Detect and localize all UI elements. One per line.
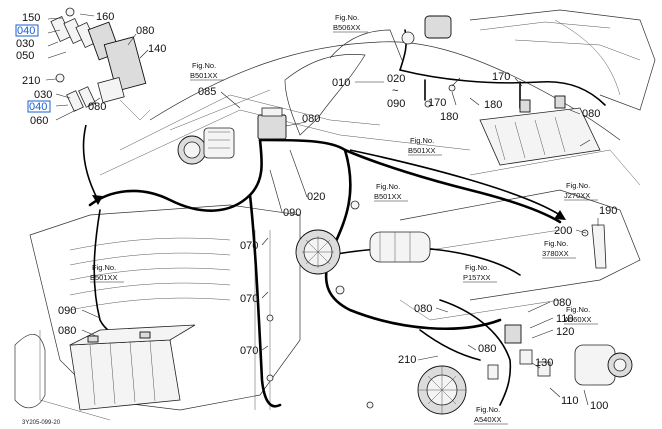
callout-030-top: 030 [16, 38, 34, 50]
callout-180-b: 180 [484, 99, 502, 111]
callout-080-left: 080 [88, 101, 106, 113]
callout-210-bottom: 210 [398, 354, 416, 366]
fig-ref-b506[interactable]: Fig.No. B506XX [333, 13, 368, 33]
components [50, 7, 633, 415]
callout-090-center: 090 [283, 207, 301, 219]
highlight-box-040-top [15, 24, 39, 37]
svg-text:B501XX: B501XX [408, 146, 436, 155]
ac-compressor [177, 127, 235, 165]
tilde: ~ [392, 85, 398, 97]
svg-text:B501XX: B501XX [190, 71, 218, 80]
callout-030-mid: 030 [34, 89, 52, 101]
bracket-190 [591, 224, 607, 269]
svg-text:Fig.No.: Fig.No. [476, 405, 500, 414]
callout-085: 085 [198, 86, 216, 98]
callout-170-a: 170 [428, 97, 446, 109]
callout-080-upper-right: 080 [582, 108, 600, 120]
callout-010: 010 [332, 77, 350, 89]
callout-170-b: 170 [492, 71, 510, 83]
svg-text:Fig.No.: Fig.No. [376, 182, 400, 191]
fig-ref-a540[interactable]: Fig.No. A540XX [474, 405, 508, 425]
callout-090-top: 090 [387, 98, 405, 110]
wire-harness [82, 29, 606, 408]
fig-ref-b501-a[interactable]: Fig.No. B501XX [190, 61, 224, 81]
callout-070-c: 070 [240, 345, 258, 357]
alternator-bottom [417, 365, 467, 415]
svg-text:Fig.No.: Fig.No. [465, 263, 489, 272]
fig-ref-b501-c[interactable]: Fig.No. B501XX [374, 182, 408, 202]
svg-text:Fig.No.: Fig.No. [566, 305, 590, 314]
svg-text:Fig.No.: Fig.No. [92, 263, 116, 272]
svg-text:3780XX: 3780XX [542, 249, 569, 258]
svg-text:A560XX: A560XX [564, 315, 592, 324]
callout-040-top[interactable]: 040 [17, 25, 35, 37]
callout-020-center: 020 [307, 191, 325, 203]
callout-080-mid-right: 080 [414, 303, 432, 315]
svg-text:Fig.No.: Fig.No. [192, 61, 216, 70]
callout-110-bottom: 110 [561, 395, 579, 407]
svg-text:B506XX: B506XX [333, 23, 361, 32]
relay-cluster-bottom [487, 324, 551, 380]
fig-ref-j270[interactable]: Fig.No. J270XX [564, 181, 598, 201]
callout-200: 200 [554, 225, 572, 237]
callout-080-center: 080 [302, 113, 320, 125]
callout-080-bottom: 080 [478, 343, 496, 355]
relay-cluster-top [50, 7, 151, 121]
svg-text:A540XX: A540XX [474, 415, 502, 424]
fuse-box-upper-right [479, 95, 601, 166]
starter-motor [369, 231, 431, 263]
svg-text:P157XX: P157XX [463, 273, 491, 282]
callout-210-top: 210 [22, 75, 40, 87]
callout-120: 120 [556, 326, 574, 338]
figure-references: Fig.No. B506XX Fig.No. B501XX Fig.No. B5… [90, 13, 598, 425]
leader-lines [45, 13, 599, 406]
callout-080-lower-right: 080 [553, 297, 571, 309]
callout-140: 140 [148, 43, 166, 55]
callout-020-top: 020 [387, 73, 405, 85]
starter-bottom-right [574, 344, 633, 386]
callout-190: 190 [599, 205, 617, 217]
callout-100: 100 [590, 400, 608, 412]
callout-110: 110 [556, 313, 574, 325]
drawing-code: 3Y205-099-20 [22, 420, 61, 426]
svg-text:Fig.No.: Fig.No. [335, 13, 359, 22]
callout-180-a: 180 [440, 111, 458, 123]
fig-ref-a560[interactable]: Fig.No. A560XX [564, 305, 598, 325]
callout-080-top: 080 [136, 25, 154, 37]
highlight-box-040-mid [27, 100, 51, 113]
svg-text:B501XX: B501XX [90, 273, 118, 282]
callout-numbers: 150 040 030 050 160 080 140 210 030 040 … [15, 11, 617, 412]
svg-text:J270XX: J270XX [564, 191, 590, 200]
callout-080-battery: 080 [58, 325, 76, 337]
fig-ref-b501-d[interactable]: Fig.No. B501XX [90, 263, 124, 283]
callout-090-left: 090 [58, 305, 76, 317]
battery [69, 324, 196, 411]
key-switch [401, 15, 452, 45]
callout-160: 160 [96, 11, 114, 23]
callout-040-mid[interactable]: 040 [29, 101, 47, 113]
callout-070-b: 070 [240, 293, 258, 305]
callout-050: 050 [16, 50, 34, 62]
callout-060: 060 [30, 115, 48, 127]
callout-150: 150 [22, 12, 40, 24]
callout-070-a: 070 [240, 240, 258, 252]
svg-text:Fig.No.: Fig.No. [410, 136, 434, 145]
alternator-main [295, 229, 341, 275]
fig-ref-b501-b[interactable]: Fig.No. B501XX [408, 136, 442, 156]
relay-box-center [257, 107, 287, 140]
svg-text:Fig.No.: Fig.No. [566, 181, 590, 190]
callout-130: 130 [535, 357, 553, 369]
svg-text:Fig.No.: Fig.No. [544, 239, 568, 248]
fig-ref-p157[interactable]: Fig.No. P157XX [463, 263, 497, 283]
svg-text:B501XX: B501XX [374, 192, 402, 201]
fig-ref-3780[interactable]: Fig.No. 3780XX [542, 239, 576, 259]
